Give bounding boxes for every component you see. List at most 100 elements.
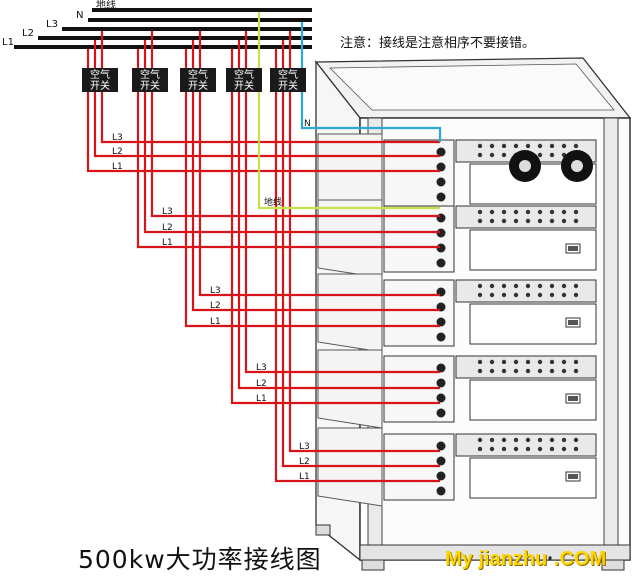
- resistor-coil: [501, 368, 507, 374]
- resistor-coil: [525, 437, 531, 443]
- breaker-label-line2: 开关: [90, 79, 110, 92]
- resistor-coil: [549, 152, 555, 158]
- resistor-coil: [549, 437, 555, 443]
- diagram-title: 500kw大功率接线图: [78, 545, 322, 574]
- phase-branch: [93, 92, 440, 158]
- resistor-coil: [513, 143, 519, 149]
- resistor-coil: [561, 209, 567, 215]
- breaker-label-line2: 开关: [140, 79, 160, 92]
- breaker-label-line1: 空气: [188, 68, 208, 81]
- bus-label-ground: 地线: [96, 0, 116, 11]
- terminal-screw: [436, 317, 446, 327]
- resistor-coil: [477, 446, 483, 452]
- breaker-label-line1: 空气: [278, 68, 298, 81]
- resistor-coil: [489, 359, 495, 365]
- resistor-coil: [477, 359, 483, 365]
- resistor-coil: [537, 283, 543, 289]
- terminal-screw: [436, 408, 446, 418]
- resistor-coil: [489, 218, 495, 224]
- bus-tap: [143, 36, 147, 40]
- resistor-coil: [525, 218, 531, 224]
- resistor-coil: [561, 368, 567, 374]
- resistor-coil: [513, 359, 519, 365]
- phase-branch: [244, 92, 440, 374]
- branch-label-l1: L1: [210, 317, 221, 327]
- phase-wires: [86, 8, 442, 483]
- breaker-label-line1: 空气: [140, 68, 160, 81]
- resistor-coil: [573, 359, 579, 365]
- resistor-coil: [501, 218, 507, 224]
- resistor-grid: [455, 205, 597, 229]
- breaker-body: [132, 68, 168, 92]
- branch-label-l1: L1: [112, 162, 123, 172]
- resistor-coil: [501, 437, 507, 443]
- resistor-coil: [549, 292, 555, 298]
- resistor-coil: [501, 359, 507, 365]
- phase-branch: [191, 92, 440, 312]
- branch-label-l3: L3: [112, 133, 123, 143]
- breaker-body: [270, 68, 306, 92]
- terminal-screw: [436, 363, 446, 373]
- branch-label-l2: L2: [299, 457, 310, 467]
- resistor-coil: [489, 283, 495, 289]
- resistor-coil: [525, 292, 531, 298]
- fan-hub: [571, 160, 583, 172]
- terminal-screw: [436, 213, 446, 223]
- bus-tap: [136, 45, 140, 49]
- bus-tap: [191, 36, 195, 40]
- resistor-grid: [455, 433, 597, 457]
- branch-label-l2: L2: [210, 301, 221, 311]
- resistor-coil: [549, 283, 555, 289]
- branch-label-l1: L1: [162, 238, 173, 248]
- bus-label-l1: L1: [2, 37, 14, 48]
- resistor-coil: [477, 218, 483, 224]
- branch-label-n: N: [304, 119, 311, 129]
- breaker-body: [82, 68, 118, 92]
- terminal-screw: [436, 147, 446, 157]
- terminal-screw: [436, 162, 446, 172]
- resistor-coil: [477, 437, 483, 443]
- terminal-screw: [436, 332, 446, 342]
- terminal-screw: [436, 471, 446, 481]
- resistor-coil: [501, 152, 507, 158]
- terminal-screw: [436, 177, 446, 187]
- terminal-screw: [436, 393, 446, 403]
- resistor-coil: [573, 218, 579, 224]
- resistor-grid: [455, 279, 597, 303]
- resistor-coil: [549, 209, 555, 215]
- resistor-coil: [537, 292, 543, 298]
- resistor-coil: [477, 368, 483, 374]
- resistor-coil: [525, 143, 531, 149]
- resistor-coil: [513, 209, 519, 215]
- resistor-frame: [455, 279, 597, 303]
- branch-label-l3: L3: [162, 207, 173, 217]
- resistor-coil: [513, 437, 519, 443]
- bus-tap: [230, 45, 234, 49]
- main-busbars: [14, 8, 312, 49]
- phase-branch: [100, 92, 440, 144]
- breaker-label-line2: 开关: [234, 79, 254, 92]
- resistor-coil: [561, 446, 567, 452]
- branch-label-l1: L1: [299, 472, 310, 482]
- watermark: My jianzhu·.COM: [445, 548, 606, 571]
- resistor-coil: [561, 218, 567, 224]
- resistor-coil: [477, 283, 483, 289]
- bus-tap: [300, 18, 304, 22]
- bus-tap: [281, 36, 285, 40]
- resistor-coil: [537, 359, 543, 365]
- phase-branch: [237, 92, 440, 390]
- resistor-frame: [455, 433, 597, 457]
- phase-branch: [288, 92, 440, 453]
- resistor-coil: [477, 152, 483, 158]
- phase-branch: [150, 92, 440, 218]
- resistor-coil: [489, 446, 495, 452]
- phase-branch: [198, 92, 440, 297]
- resistor-coil: [513, 292, 519, 298]
- terminal-screw: [436, 378, 446, 388]
- watermark-left: My jianzhu: [445, 548, 548, 570]
- resistor-coil: [561, 283, 567, 289]
